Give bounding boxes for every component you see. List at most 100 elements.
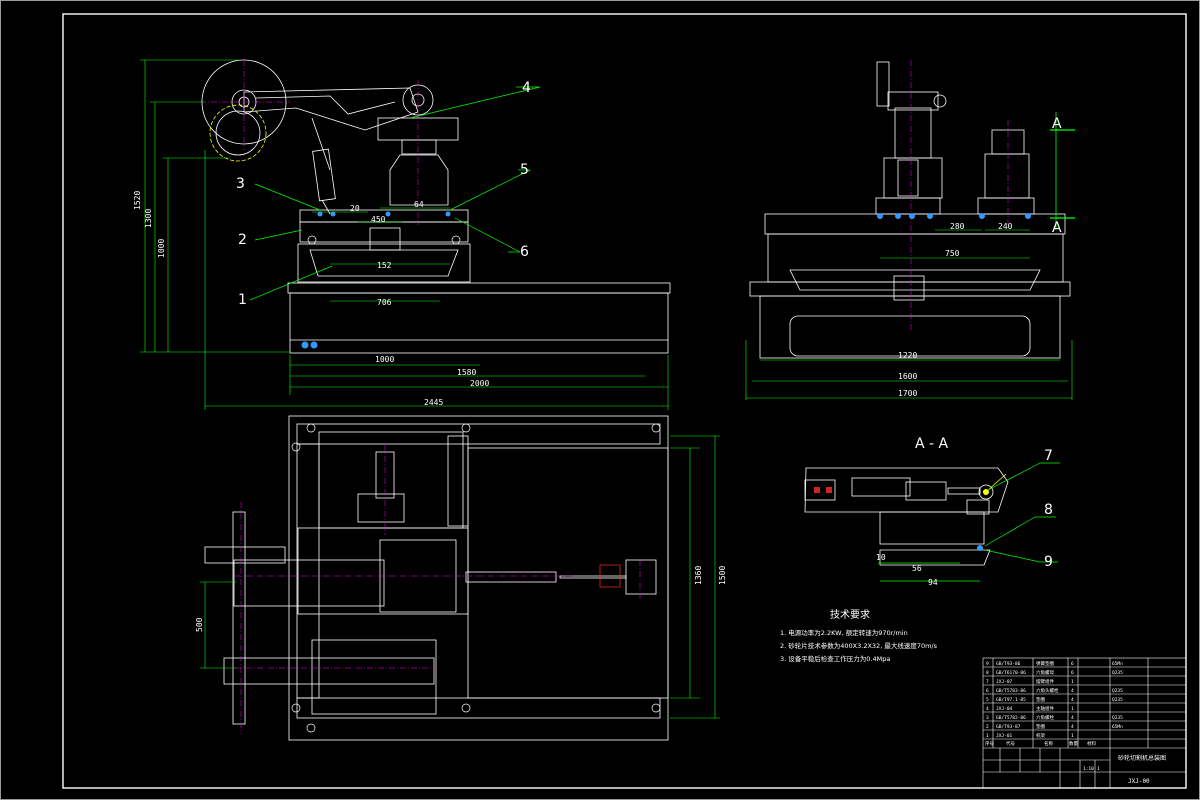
bom-cell-code: GB/T5782-86 [996,715,1026,721]
part-label-5: 5 [520,162,529,178]
bom-cell-mat: Q235 [1112,670,1123,676]
side-view-dimension-text: A A 280 240 750 1220 1600 1700 [898,116,1062,398]
bom-cell-qty: 4 [1071,724,1074,730]
bom-cell-code: JXJ-01 [996,733,1013,739]
bom-cell-no: 8 [986,670,989,676]
bom-cell-qty: 4 [1071,715,1074,721]
bom-header-code: 代号 [1006,740,1015,747]
bom-cell-qty: 4 [1071,688,1074,694]
dim-1300: 1300 [144,209,153,228]
bom-cell-qty: 4 [1071,697,1074,703]
bom-cell-no: 7 [986,679,989,685]
dim-450: 450 [371,215,386,224]
bom-cell-mat: Q235 [1112,715,1123,721]
part-label-9: 9 [1044,554,1053,570]
part-label-6: 6 [520,244,529,260]
dim-706: 706 [377,298,392,307]
dim-240: 240 [998,222,1013,231]
dim-1360: 1360 [694,566,703,585]
side-view [749,61,1071,359]
bom-cell-code: GB/T5783-86 [996,688,1026,694]
section-a-a [804,467,1009,566]
bom-cell-no: 1 [986,733,989,739]
part-label-3: 3 [236,176,245,192]
bom-cell-no: 3 [986,715,989,721]
inner-frame [62,13,1187,789]
section-a-a-leaders [878,462,1060,582]
dim-1700: 1700 [898,389,917,398]
bom-cell-name: 机架 [1036,732,1045,739]
bom-cell-name: 弹簧垫圈 [1036,660,1054,667]
dim-2000: 2000 [470,379,489,388]
front-view-dimension-text: 1520 1300 1000 20 64 450 152 706 1000 15… [133,191,489,407]
plan-view-dimension-text: 1360 1500 500 [195,566,727,632]
technical-requirements: 技术要求 1. 电源功率为2.2KW, 额定转速为970r/min 2. 砂轮片… [780,608,938,663]
front-view-details [200,60,461,349]
bom-cell-no: 9 [986,661,989,667]
dim-750: 750 [945,249,960,258]
technical-title: 技术要求 [830,608,870,621]
bom-cell-no: 4 [986,706,989,712]
technical-item-1: 1. 电源功率为2.2KW, 额定转速为970r/min [780,628,908,637]
bom-cell-name: 垫圈 [1036,723,1045,730]
bom-cell-mat: 65Mn [1112,661,1123,667]
bom-cell-name: 摆臂组件 [1036,678,1054,685]
technical-item-3: 3. 设备平稳后检查工作压力为0.4Mpa [780,654,890,663]
bom-cell-name: 六角螺母 [1036,669,1054,676]
dim-2445: 2445 [424,398,443,407]
bom-cell-mat: 65Mn [1112,724,1123,730]
bom-cell-no: 6 [986,688,989,694]
part-label-2: 2 [238,232,247,248]
bom-header-no: 序号 [985,740,994,747]
section-a-a-text: A - A 7 8 9 10 56 94 [876,436,1053,587]
bom-cell-name: 主轴组件 [1036,705,1054,712]
dim-1000b: 1000 [375,355,394,364]
dim-152: 152 [377,261,392,270]
drawing-scale: 1:10 [1083,766,1094,772]
section-title: A - A [915,436,949,452]
dim-10: 10 [876,553,886,562]
section-mark-a-top: A [1052,116,1062,132]
drawing-number: JXJ-00 [1128,778,1150,785]
bom-header-name: 名称 [1044,740,1053,747]
bom-header-mat: 材料 [1087,740,1096,747]
dim-20: 20 [350,204,360,213]
drawing-sheet: 1 [1097,766,1100,772]
bom-cell-qty: 1 [1071,733,1074,739]
part-label-1: 1 [238,292,247,308]
part-label-8: 8 [1044,502,1053,518]
plan-view-dimensions [200,435,720,719]
dim-1500: 1500 [718,566,727,585]
dim-1600: 1600 [898,372,917,381]
bom-header: 序号 代号 名称 数量 材料 砂轮切割机总装图 JXJ-00 1:10 1 [985,740,1166,785]
part-label-7: 7 [1044,448,1053,464]
bom-cell-name: 六角头螺栓 [1036,687,1059,694]
side-view-dimensions [745,229,1073,400]
dim-1520: 1520 [133,191,142,210]
dim-280: 280 [950,222,965,231]
dim-56: 56 [912,564,922,573]
bom-cell-code: JXJ-07 [996,679,1013,685]
dim-500: 500 [195,617,204,632]
plan-view-details [235,423,661,734]
bom-cell-no: 2 [986,724,989,730]
bom-cell-no: 5 [986,697,989,703]
bom-cell-code: GB/T97.1-85 [996,697,1026,703]
side-view-details [877,60,1075,332]
title-block [982,657,1187,789]
balloon-leaders-front [249,86,541,301]
bom-cell-name: 垫圈 [1036,696,1045,703]
dim-64: 64 [414,200,424,209]
dim-94: 94 [928,578,938,587]
section-mark-a-bottom: A [1052,220,1062,236]
bom-cell-code: GB/T93-86 [996,661,1021,667]
bom-cell-code: GB/T6170-86 [996,670,1026,676]
technical-item-2: 2. 砂轮片技术参数为400X3.2X32, 最大线速度70m/s [780,641,938,650]
bom-cell-code: JXJ-04 [996,706,1013,712]
bom-header-qty: 数量 [1069,740,1078,747]
bom-cell-code: GB/T93-87 [996,724,1021,730]
bom-cell-qty: 1 [1071,679,1074,685]
